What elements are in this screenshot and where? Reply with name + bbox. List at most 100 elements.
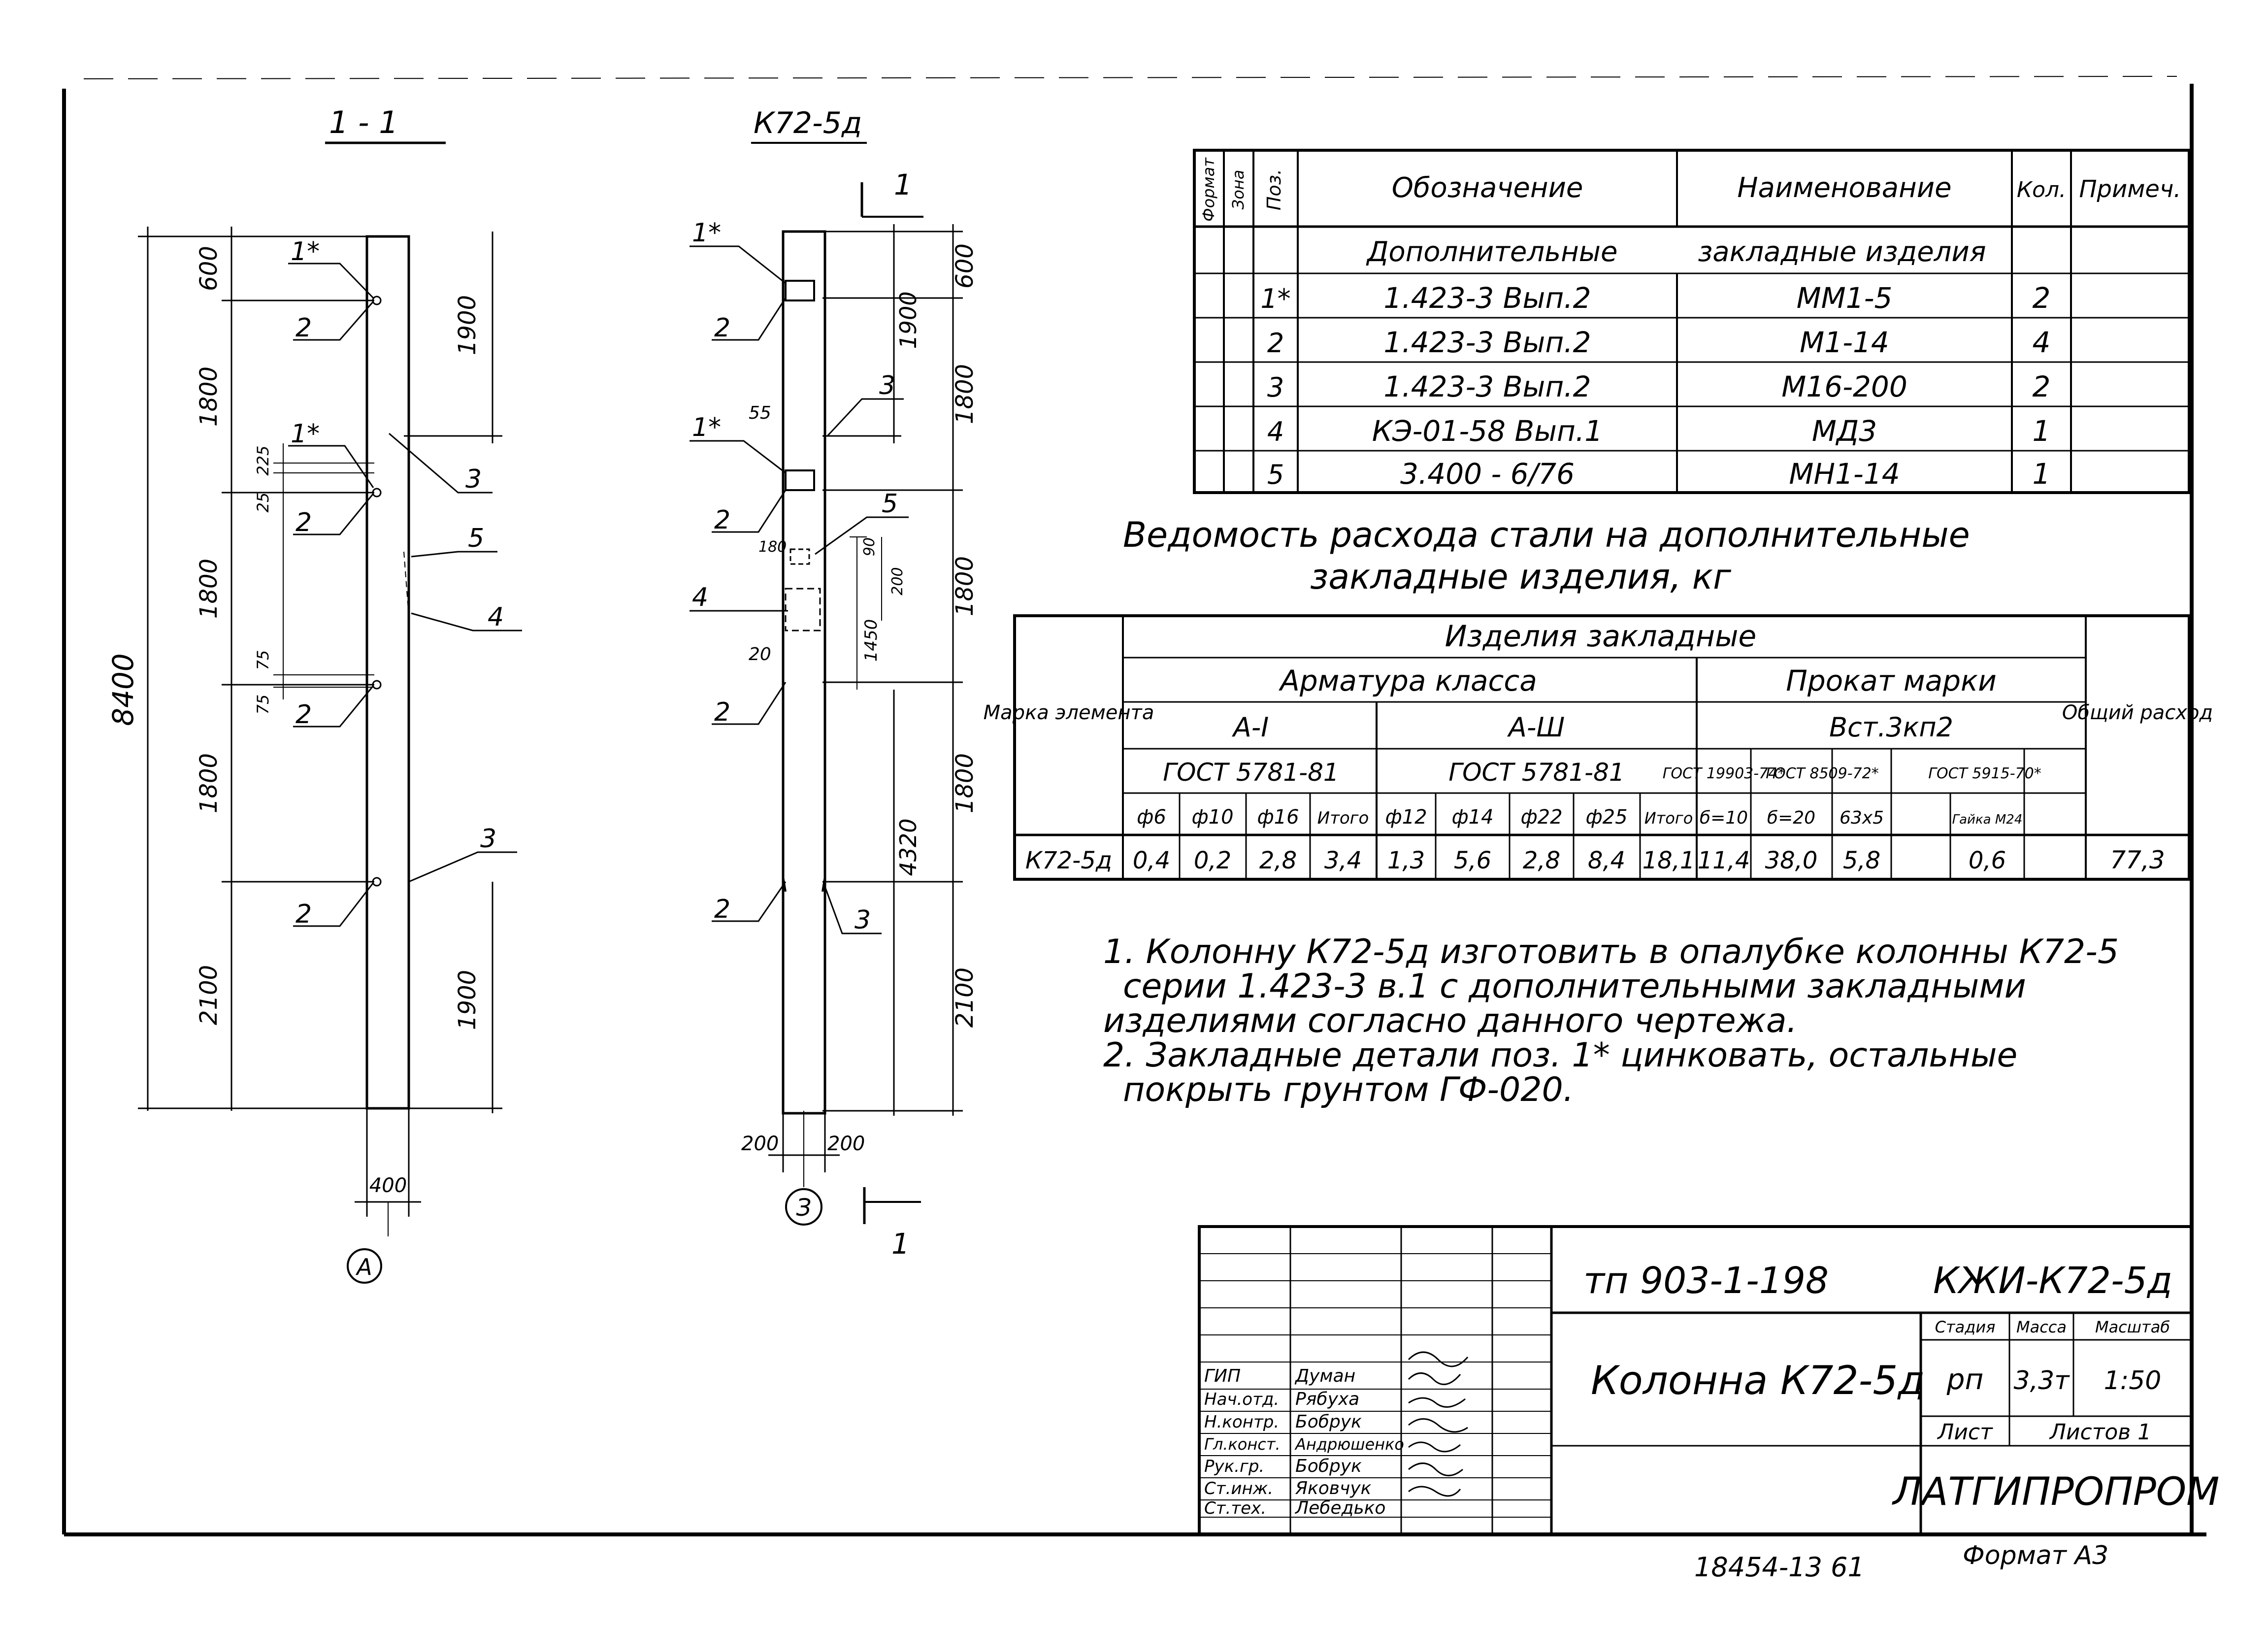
column-seg-2: 1800	[951, 556, 979, 616]
notes: 1. Колонну К72-5д изготовить в опалубке …	[1103, 932, 2119, 1109]
spec-row-2-designation: 1.423-3 Вып.2	[1383, 326, 1591, 359]
tb-stage: рп	[1946, 1363, 1984, 1396]
column-seg-1: 1800	[951, 364, 979, 424]
spec-header-zone: Зона	[1229, 170, 1248, 210]
steel-class-a1: А-I	[1232, 712, 1269, 743]
steel-row-total: 77,3	[2110, 846, 2165, 874]
section-leader-9: 2	[296, 899, 312, 929]
steel-armatura-header: Арматура класса	[1278, 664, 1537, 698]
spec-row-3-pos: 3	[1267, 372, 1284, 403]
column-dim-55: 55	[749, 403, 771, 423]
steel-val-9: 11,4	[1698, 847, 1750, 874]
column-seg-3: 1800	[951, 753, 979, 813]
steel-table	[1013, 614, 2191, 881]
column-leader-5: 2	[714, 505, 730, 535]
spec-row-4-name: МД3	[1812, 414, 1877, 448]
section-small-dim-25: 25	[254, 493, 272, 513]
spec-row-2-qty: 4	[2033, 326, 2051, 359]
spec-row-3-qty: 2	[2033, 370, 2051, 403]
spec-row-4-pos: 4	[1267, 416, 1284, 447]
steel-total-header-1: Общий расход	[2062, 701, 2213, 724]
spec-row-2-name: М1-14	[1800, 326, 1889, 359]
steel-prokat-header: Прокат марки	[1786, 664, 1997, 698]
steel-gost-p3: ГОСТ 5915-70*	[1928, 765, 2041, 782]
steel-val-5: 5,6	[1454, 847, 1491, 874]
spec-header-name: Наименование	[1737, 172, 1951, 204]
column-seg-4: 2100	[951, 967, 979, 1028]
note-line-2: серии 1.423-3 в.1 с дополнительными закл…	[1123, 967, 2026, 1006]
column-dim-20: 20	[749, 644, 771, 665]
column-dim-1900: 1900	[895, 291, 921, 349]
tb-mass-label: Масса	[2016, 1318, 2067, 1336]
steel-val-6: 2,8	[1523, 847, 1560, 874]
section-total-dim: 8400	[106, 653, 140, 726]
note-line-4: 2. Закладные детали поз. 1* цинковать, о…	[1103, 1036, 2017, 1075]
section-small-dim-75b: 75	[254, 695, 272, 715]
steel-val-10: 38,0	[1765, 847, 1818, 874]
section-seg-0: 600	[195, 246, 223, 291]
section-seg-1: 1800	[195, 366, 223, 427]
note-line-3: изделиями согласно данного чертежа.	[1103, 1001, 1797, 1040]
tb-scale-label: Масштаб	[2095, 1318, 2170, 1336]
column-leader-9: 2	[714, 895, 730, 924]
steel-col-9: б=10	[1700, 808, 1748, 828]
section-leader-2: 2	[296, 313, 312, 343]
section-leader-5: 3	[465, 465, 482, 494]
section-small-dim-225: 225	[254, 445, 272, 475]
steel-group-header: Изделия закладные	[1445, 619, 1757, 654]
spec-header-format: Формат	[1199, 157, 1218, 222]
tb-role-5: Рук.гр.	[1204, 1457, 1264, 1476]
steel-val-8: 18,1	[1643, 847, 1695, 874]
column-dim-200: 200	[889, 567, 906, 595]
spec-section-title-left: Дополнительные	[1366, 236, 1618, 268]
steel-col-0: ф6	[1137, 806, 1166, 829]
column-dim-180: 180	[758, 538, 787, 556]
spec-row-5-name: МН1-14	[1789, 457, 1900, 491]
spec-header-qty: Кол.	[2017, 177, 2066, 202]
section-seg-3: 1800	[195, 753, 223, 813]
section-leader-6: 5	[468, 524, 484, 553]
section-view	[138, 141, 522, 1284]
column-leader-1: 1*	[692, 218, 721, 248]
steel-caption-line2: закладные изделия, кг	[1310, 557, 1732, 597]
tb-role-6: Ст.инж.	[1204, 1479, 1273, 1498]
steel-col-6: ф22	[1520, 806, 1562, 829]
spec-row-5-designation: 3.400 - 6/76	[1400, 457, 1575, 491]
tb-archive: 18454-13 61	[1694, 1552, 1865, 1583]
spec-header-note: Примеч.	[2079, 175, 2181, 203]
spec-row-1-name: ММ1-5	[1797, 281, 1893, 315]
tb-name-5: Бобрук	[1295, 1456, 1362, 1476]
steel-gost-p1: ГОСТ 19903-74*	[1663, 765, 1785, 782]
column-cut-bottom: 1	[891, 1227, 910, 1261]
steel-val-13: 0,6	[1969, 847, 2006, 874]
steel-col-1: ф10	[1191, 806, 1233, 829]
column-leader-7: 4	[692, 583, 708, 612]
tb-org: ЛАТГИПРОПРОМ	[1892, 1470, 2220, 1514]
steel-gost-a3: ГОСТ 5781-81	[1448, 758, 1624, 787]
tb-sheet-label: Лист	[1937, 1420, 1993, 1445]
column-seg-0: 600	[951, 243, 979, 289]
steel-val-3: 3,4	[1324, 847, 1362, 874]
tb-name-3: Бобрук	[1295, 1412, 1362, 1432]
steel-row-mark: К72-5д	[1025, 847, 1112, 874]
column-leader-4: 3	[879, 371, 895, 400]
spec-row-5-qty: 1	[2033, 457, 2051, 491]
column-dim-90: 90	[861, 537, 878, 556]
steel-col-2: ф16	[1257, 806, 1299, 829]
tb-project: тп 903-1-198	[1583, 1260, 1829, 1302]
note-line-1: 1. Колонну К72-5д изготовить в опалубке …	[1103, 932, 2119, 971]
spec-row-4-qty: 1	[2033, 414, 2051, 448]
note-line-5: покрыть грунтом ГФ-020.	[1123, 1070, 1574, 1109]
spec-row-1-pos: 1*	[1260, 283, 1290, 314]
steel-col-5: ф14	[1451, 806, 1493, 829]
section-leader-10: 3	[480, 824, 496, 854]
steel-grade: Вст.3кп2	[1829, 712, 1953, 743]
tb-sheets-label: Листов 1	[2049, 1420, 2151, 1445]
steel-col-7: ф25	[1585, 806, 1627, 829]
steel-gost-a1: ГОСТ 5781-81	[1163, 758, 1339, 787]
spec-section-title-right: закладные изделия	[1698, 236, 1986, 268]
column-leader-2: 2	[714, 313, 730, 343]
section-leader-1: 1*	[291, 237, 320, 266]
tb-name-2: Рябуха	[1295, 1389, 1359, 1409]
column-half-width-right: 200	[827, 1132, 865, 1155]
